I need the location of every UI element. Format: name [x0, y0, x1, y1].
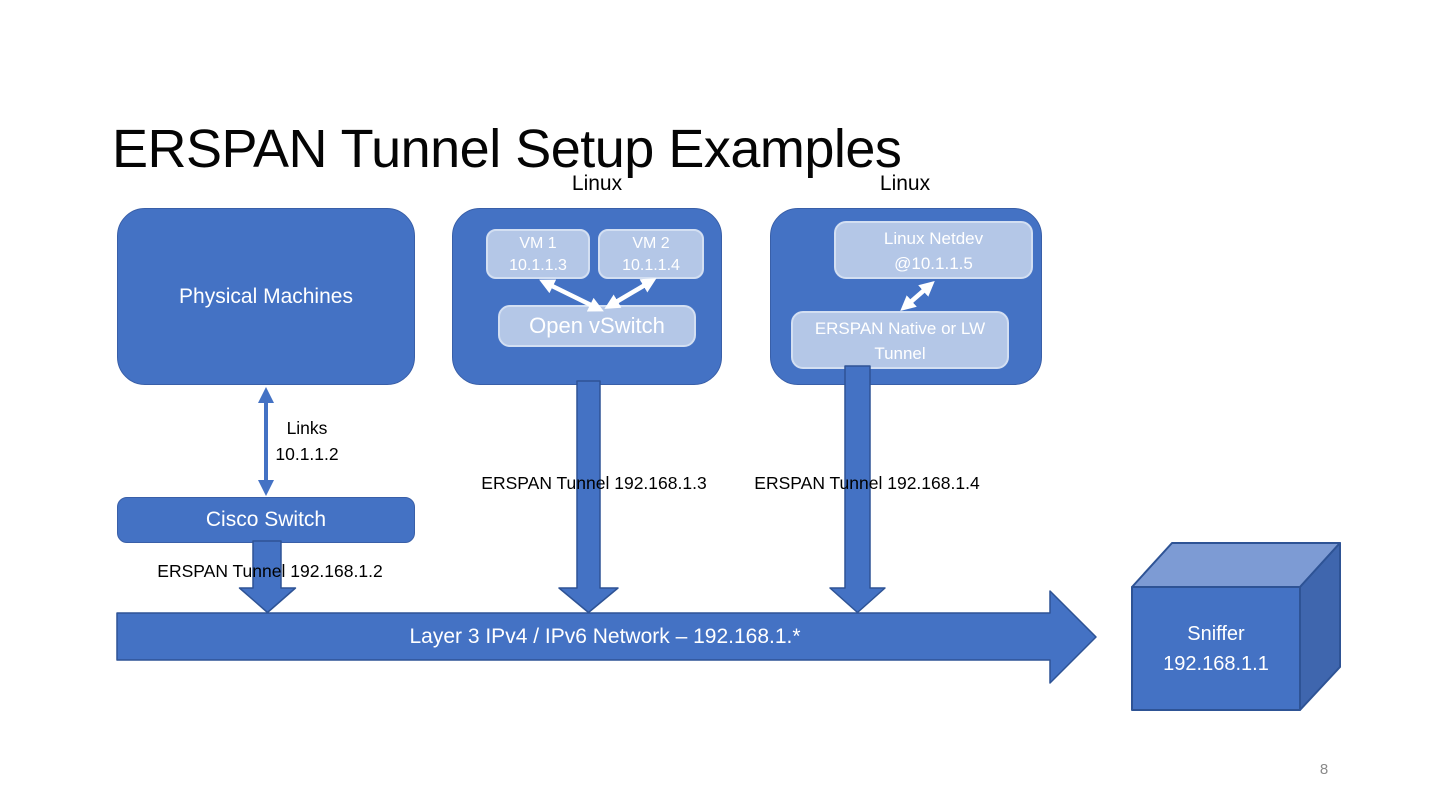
host-label-linux-netdev: Linux [879, 172, 931, 195]
erspan-tunnel-label-netdev: ERSPAN Tunnel 192.168.1.4 [754, 473, 980, 493]
sniffer-cube-top [1131, 542, 1341, 588]
node-vm1: VM 1 10.1.1.3 [486, 229, 590, 279]
cisco-switch-label: Cisco Switch [205, 508, 327, 531]
erspan-line1: ERSPAN Native or LW [814, 319, 986, 338]
sniffer-label: Sniffer 192.168.1.1 [1132, 619, 1300, 679]
vm1-ip: 10.1.1.3 [509, 257, 567, 274]
physical-machines-label: Physical Machines [179, 284, 353, 308]
erspan-line2: Tunnel [874, 344, 926, 363]
netdev-name: Linux Netdev [883, 229, 984, 248]
node-open-vswitch: Open vSwitch [498, 305, 696, 347]
netdev-ip: @10.1.1.5 [894, 254, 973, 273]
node-linux-netdev: Linux Netdev @10.1.1.5 [834, 221, 1033, 279]
vm2-ip: 10.1.1.4 [622, 257, 680, 274]
network-bar-label: Layer 3 IPv4 / IPv6 Network – 192.168.1.… [409, 624, 801, 648]
host-label-linux-ovs: Linux [571, 172, 623, 195]
erspan-tunnel-label-cisco: ERSPAN Tunnel 192.168.1.2 [157, 561, 383, 581]
links-label-line1: Links [286, 418, 328, 438]
links-label: Links 10.1.1.2 [257, 415, 357, 467]
arrow-ovs-to-network [558, 380, 619, 614]
slide-title: ERSPAN Tunnel Setup Examples [112, 119, 902, 180]
page-number: 8 [1319, 761, 1329, 778]
open-vswitch-label: Open vSwitch [529, 313, 665, 338]
links-label-line2: 10.1.1.2 [275, 444, 339, 464]
sniffer-name: Sniffer [1187, 623, 1245, 645]
node-linux-ovs-host: VM 1 10.1.1.3 VM 2 10.1.1.4 Open vSwitch [452, 208, 722, 385]
node-physical-machines: Physical Machines [117, 208, 415, 385]
erspan-tunnel-label-ovs: ERSPAN Tunnel 192.168.1.3 [481, 473, 707, 493]
vm2-name: VM 2 [632, 235, 670, 252]
sniffer-ip: 192.168.1.1 [1163, 653, 1269, 675]
node-vm2: VM 2 10.1.1.4 [598, 229, 704, 279]
node-cisco-switch: Cisco Switch [117, 497, 415, 543]
node-linux-netdev-host: Linux Netdev @10.1.1.5 ERSPAN Native or … [770, 208, 1042, 385]
node-erspan-tunnel: ERSPAN Native or LW Tunnel [791, 311, 1009, 369]
sniffer-cube-side [1299, 542, 1341, 711]
vm1-name: VM 1 [519, 235, 557, 252]
